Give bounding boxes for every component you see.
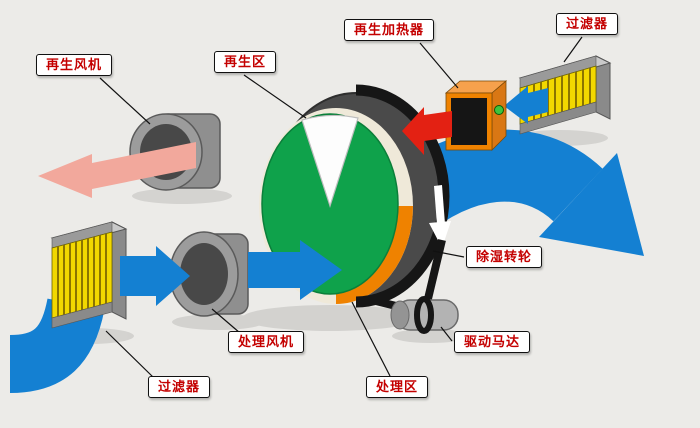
belt	[355, 84, 451, 308]
label-drive-motor: 驱动马达	[454, 331, 531, 353]
label-process-zone: 处理区	[366, 376, 429, 398]
label-regen-fan: 再生风机	[36, 54, 113, 76]
heater-indicator-led	[494, 105, 504, 115]
intake-filter	[50, 221, 128, 329]
wheel-regen-sector	[301, 114, 359, 208]
belt-run-right	[423, 239, 446, 304]
process-air-arrow-filter-to-fan	[120, 246, 190, 306]
motor-pulley-belt	[414, 296, 434, 334]
filter-frame-bottom	[51, 301, 113, 329]
regen-exhaust-arrow	[38, 142, 196, 198]
heater-front-panel	[451, 98, 487, 145]
shadows	[46, 130, 608, 344]
regen-inlet-arrow	[504, 86, 548, 124]
leader-wheel	[432, 250, 465, 258]
leader-regen-heater	[419, 42, 459, 89]
motor-end-cap	[390, 300, 410, 330]
label-process-fan: 处理风机	[228, 331, 305, 353]
outlet-arrowhead	[539, 153, 644, 256]
label-regen-zone: 再生区	[214, 51, 277, 73]
leader-lines	[99, 36, 583, 379]
leader-regen-fan	[99, 77, 151, 125]
label-wheel: 除湿转轮	[466, 246, 543, 268]
label-filter-bottom: 过滤器	[148, 376, 211, 398]
process-fan-inlet	[180, 243, 228, 305]
hot-air-arrow	[402, 107, 452, 155]
leader-filter-bottom	[105, 330, 155, 379]
label-regen-heater: 再生加热器	[344, 19, 435, 41]
leader-process-zone	[351, 301, 391, 377]
belt-rotation-arrow	[429, 185, 451, 248]
filter-frame-bottom	[519, 101, 597, 135]
leader-process-fan	[211, 308, 241, 334]
regen-heater	[444, 80, 508, 151]
filter-pleats	[57, 234, 107, 316]
belt-arc	[355, 84, 450, 308]
leader-drive-motor	[440, 326, 453, 342]
leader-regen-zone	[243, 74, 307, 119]
label-filter-top: 过滤器	[556, 13, 619, 35]
leader-filter-top	[563, 36, 583, 63]
process-fan	[169, 231, 249, 317]
drive-motor	[371, 239, 459, 334]
process-air-arrow-fan-to-wheel	[248, 240, 342, 300]
